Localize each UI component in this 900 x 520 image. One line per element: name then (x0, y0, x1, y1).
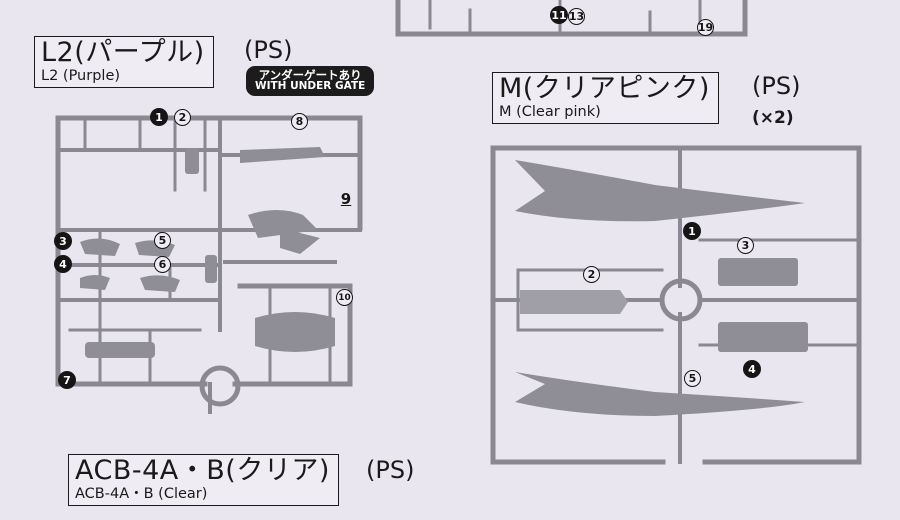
l2-subtitle: L2 (Purple) (41, 68, 121, 84)
m-part-3: 3 (737, 237, 754, 254)
l2-part-3: 3 (54, 232, 72, 250)
m-part-5: 5 (684, 370, 701, 387)
l2-part-1: 1 (150, 108, 168, 126)
m-subtitle: M (Clear pink) (499, 104, 601, 120)
part-number-11: 11 (550, 6, 568, 24)
m-part-1: 1 (683, 222, 701, 240)
part-number-13: 13 (568, 8, 585, 25)
under-gate-badge: アンダーゲートあり WITH UNDER GATE (246, 66, 375, 97)
acb-title-box: ACB-4A・B(クリア) ACB-4A・B (Clear) (68, 454, 339, 506)
m-material: (PS) (752, 72, 801, 100)
acb-subtitle: ACB-4A・B (Clear) (75, 486, 208, 502)
l2-part-10: 10 (336, 289, 353, 306)
m-title: M(クリアピンク) (499, 73, 710, 104)
l2-part-8: 8 (291, 113, 308, 130)
m-part-2: 2 (583, 266, 600, 283)
under-gate-label-jp: アンダーゲートあり (258, 68, 362, 82)
l2-part-6: 6 (154, 256, 171, 273)
l2-part-9: 9 (340, 190, 352, 208)
l2-part-4: 4 (54, 255, 72, 273)
acb-title: ACB-4A・B(クリア) (75, 455, 330, 486)
l2-part-7: 7 (58, 371, 76, 389)
under-gate-label-en: WITH UNDER GATE (255, 80, 366, 93)
l2-title: L2(パープル) (41, 37, 205, 68)
acb-material: (PS) (366, 456, 415, 484)
m-quantity: (×2) (752, 108, 794, 128)
l2-part-2: 2 (174, 109, 191, 126)
l2-part-5: 5 (154, 232, 171, 249)
l2-title-box: L2(パープル) L2 (Purple) (34, 36, 214, 88)
l2-material: (PS) (244, 36, 293, 64)
m-title-box: M(クリアピンク) M (Clear pink) (492, 72, 719, 124)
part-number-19: 19 (697, 19, 714, 36)
m-part-4: 4 (743, 360, 761, 378)
